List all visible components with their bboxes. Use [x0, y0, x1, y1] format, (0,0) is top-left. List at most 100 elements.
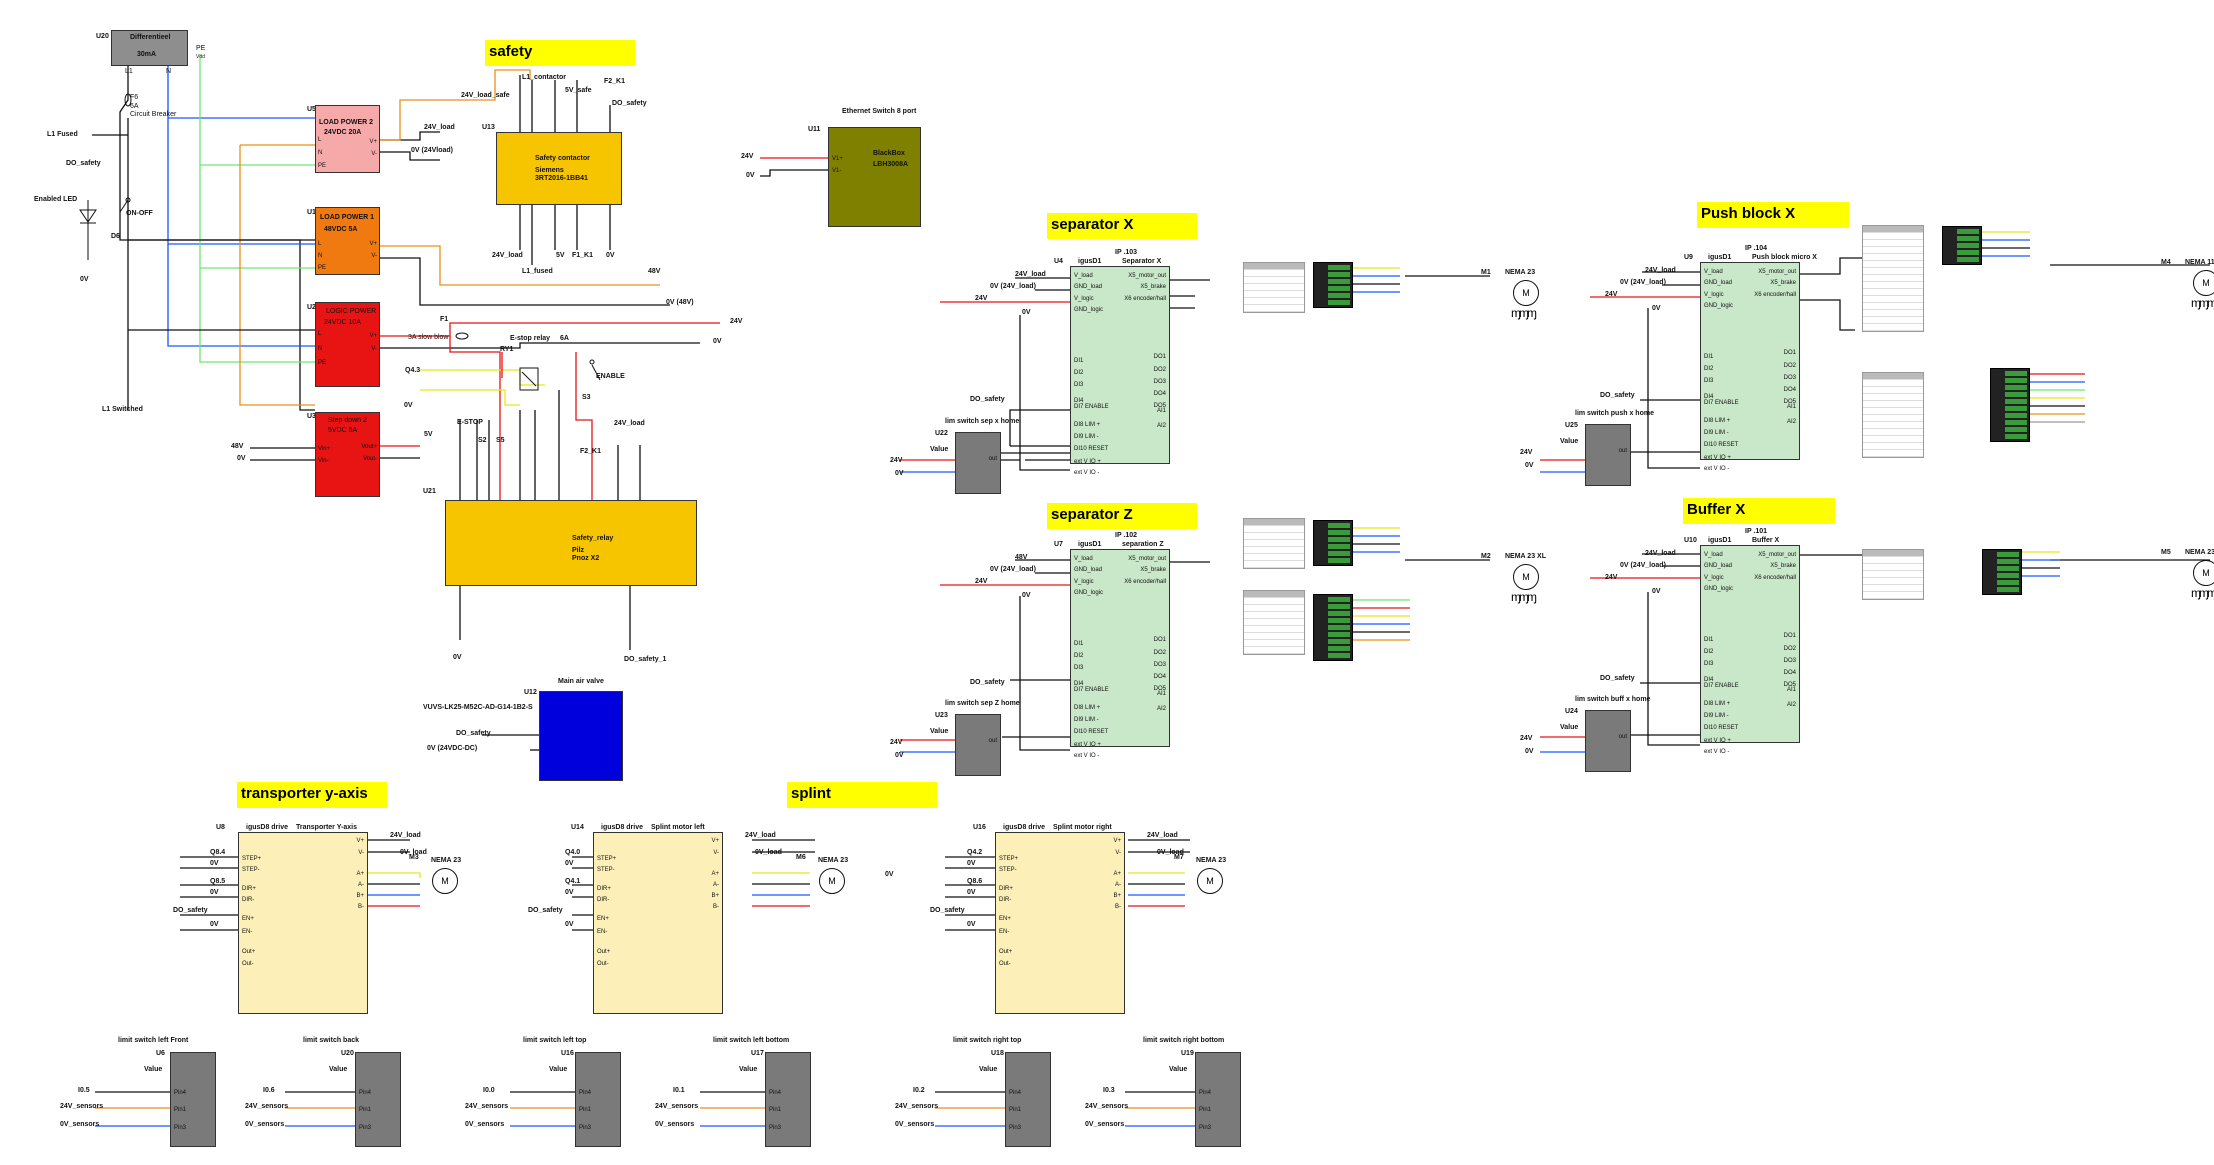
limit-24v-sensors: 24V_sensors [1085, 1103, 1129, 1110]
estop-relay-label: E-stop relay [510, 335, 551, 342]
limit-switch-push[interactable]: out [1585, 424, 1631, 486]
module-pin-right: AI2 [1156, 423, 1166, 429]
wiring-table-push [1862, 225, 1924, 332]
module-pin-left: DI9 LIM - [1074, 717, 1099, 723]
step-down-block[interactable]: Step down 2 5VDC 5A Vin+ Vin- Vout+ Vout… [315, 412, 380, 497]
module-input-label: 48V [1015, 554, 1028, 561]
air-valve-block[interactable] [539, 691, 623, 781]
module-pin-right: DO4 [1153, 391, 1166, 397]
limit-value: Value [144, 1066, 163, 1073]
ethernet-switch-block[interactable]: V1+ V1- BlackBox LBH3008A [828, 127, 921, 227]
differential-block[interactable]: Differentieel 30mA [111, 30, 188, 66]
module-id: U4 [1054, 258, 1063, 265]
wire-u2-relay [449, 336, 501, 500]
lim-0v: 0V [1525, 748, 1534, 755]
drive-trans[interactable]: STEP+STEP-DIR+DIR-EN+EN-Out+Out-V+V-A+A-… [238, 832, 368, 1014]
drive-left-label: 0V [565, 921, 574, 928]
module-name: Push block micro X [1752, 254, 1817, 261]
drive-id: U16 [973, 824, 986, 831]
drive-right-label: 0V_load [400, 849, 427, 856]
limit-switch-sepx[interactable]: out [955, 432, 1001, 494]
module-ip: IP .101 [1745, 528, 1768, 535]
module-pin-left: DI3 [1074, 665, 1084, 671]
circuit-breaker-label: Circuit Breaker [130, 111, 177, 118]
q43-label: Q4.3 [405, 367, 421, 374]
lim-value: Value [930, 446, 949, 453]
module-id: U10 [1684, 537, 1697, 544]
logic-power-block[interactable]: LOGIC POWER 24VDC 10A L N PE V+ V- [315, 302, 380, 387]
safety-contactor-block[interactable]: Safety contactor Siemens 3RT2016-1BB41 [496, 132, 622, 205]
onoff-switch-symbol [119, 197, 131, 213]
module-pin-left: ext V IO + [1704, 455, 1731, 461]
wire-tr-a [368, 872, 421, 878]
relay-f2k1: F2_K1 [580, 448, 602, 455]
drive-pin-left: EN+ [999, 916, 1011, 922]
module-pin-right: DO3 [1153, 662, 1166, 668]
u3-in-48v: 48V [231, 443, 244, 450]
drive-splL[interactable]: STEP+STEP-DIR+DIR-EN+EN-Out+Out-V+V-A+A-… [593, 832, 723, 1014]
drive-pin-right: A+ [711, 871, 719, 877]
motor-name: NEMA 23 [2185, 549, 2214, 556]
module-pin-left: ext V IO + [1704, 738, 1731, 744]
u3-in-0v: 0V [237, 455, 246, 462]
lim-value: Value [930, 728, 949, 735]
limit-id: U16 [561, 1050, 574, 1057]
lim-0v: 0V [895, 752, 904, 759]
limit-input: I0.5 [78, 1087, 90, 1094]
load-power-2-block[interactable]: LOAD POWER 2 24VDC 20A L N PE V+ V- [315, 105, 380, 173]
module-pin-left: DI4 [1704, 394, 1714, 400]
module-pin-left: GND_logic [1704, 586, 1734, 592]
led-do-safety-label: DO_safety [66, 160, 101, 167]
u11-id: U11 [808, 126, 821, 133]
drive-right-label: 24V_load [390, 832, 421, 839]
u3-pin-vin-minus: Vin- [318, 458, 329, 464]
u1-pin-l: L [318, 241, 322, 247]
drive-brand: igusD8 drive [1003, 824, 1046, 831]
module-input-label: 0V [1652, 588, 1661, 595]
limit-title: limit switch back [303, 1037, 360, 1044]
limit-switch-buff[interactable]: out [1585, 710, 1631, 772]
drive-left-label: 0V [565, 860, 574, 867]
drive-name: Transporter Y-axis [296, 824, 357, 831]
lim-out: out [988, 456, 997, 462]
safety-relay-block[interactable]: Safety_relay Pilz Pnoz X2 [445, 500, 697, 586]
s2-label: S2 [478, 437, 487, 444]
u5-pin-n: N [318, 150, 323, 156]
drive-pin-right: A- [713, 882, 719, 888]
wire-sepz-gndlogic [1019, 596, 1070, 751]
load-power-1-block[interactable]: LOAD POWER 1 48VDC 5A L N PE V+ V- [315, 207, 380, 275]
module-pin-right: DO4 [1783, 670, 1796, 676]
relay-bottom-0v: 0V [453, 654, 462, 661]
drive-pin-left: DIR+ [597, 886, 611, 892]
limit-24v-sensors: 24V_sensors [895, 1103, 939, 1110]
lim-24v: 24V [1520, 735, 1533, 742]
module-pin-left: DI1 [1704, 354, 1714, 360]
wire-pe-u1 [199, 165, 315, 269]
estop-label: E-STOP [457, 419, 483, 426]
module-pin-right: DO2 [1783, 646, 1796, 652]
connector-push [1942, 226, 1982, 265]
u13-part: 3RT2016-1BB41 [535, 175, 588, 182]
header-push-block-x: Push block X [1697, 202, 1849, 228]
module-pin-left: ext V IO - [1704, 749, 1730, 755]
module-pin-right: X5_motor_out [1758, 552, 1796, 558]
drive-splR[interactable]: STEP+STEP-DIR+DIR-EN+EN-Out+Out-V+V-A+A-… [995, 832, 1125, 1014]
limit-switch-sepz[interactable]: out [955, 714, 1001, 776]
u5-out-0v: 0V (24Vload) [411, 147, 454, 154]
module-brand: igusD1 [1708, 254, 1732, 261]
drive-left-label: 0V [210, 921, 219, 928]
drive-pin-left: STEP+ [999, 856, 1019, 862]
u13-id: U13 [482, 124, 495, 131]
u2-title: LOGIC POWER [326, 308, 377, 315]
drive-brand: igusD8 drive [246, 824, 289, 831]
